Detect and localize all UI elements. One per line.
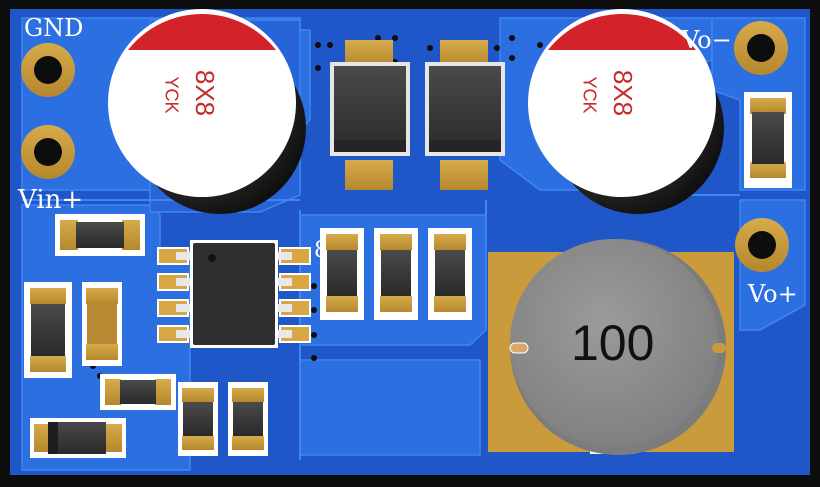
smd-resistor-center-1 (320, 228, 364, 320)
inductor (488, 239, 734, 455)
smd-resistor-small-h (100, 374, 176, 410)
smd-resistor-left-top (55, 214, 145, 256)
smd-resistor-bottom-2 (228, 382, 268, 456)
inductor-value: 100 (571, 315, 655, 371)
diode-2 (425, 40, 505, 190)
smd-diode-small (30, 418, 126, 458)
cap-left-rating: 8X8 (190, 69, 221, 117)
smd-resistor-left-1 (24, 282, 72, 378)
pad-vin-plus[interactable] (21, 125, 75, 179)
capacitor-left (108, 9, 306, 214)
cap-right-brand: YCK (579, 76, 600, 114)
cap-left-brand: YCK (161, 76, 182, 114)
smd-resistor-center-3 (428, 228, 472, 320)
diode-1 (330, 40, 410, 190)
label-gnd: GND (24, 14, 84, 42)
pad-gnd[interactable] (21, 43, 75, 97)
pad-vo-minus[interactable] (734, 21, 788, 75)
label-vin-plus: Vin+ (18, 185, 84, 215)
pad-vo-plus[interactable] (735, 218, 789, 272)
cap-right-rating: 8X8 (608, 69, 639, 117)
ic-pin-mark: 8 (314, 238, 328, 263)
ic-chip (157, 240, 311, 348)
capacitor-right (528, 9, 724, 214)
smd-resistor-right (744, 92, 792, 188)
label-vo-plus: Vo+ (748, 280, 798, 308)
smd-capacitor-left-2 (82, 282, 122, 366)
smd-resistor-center-2 (374, 228, 418, 320)
smd-resistor-bottom-1 (178, 382, 218, 456)
label-vo-minus: Vo− (682, 26, 732, 54)
